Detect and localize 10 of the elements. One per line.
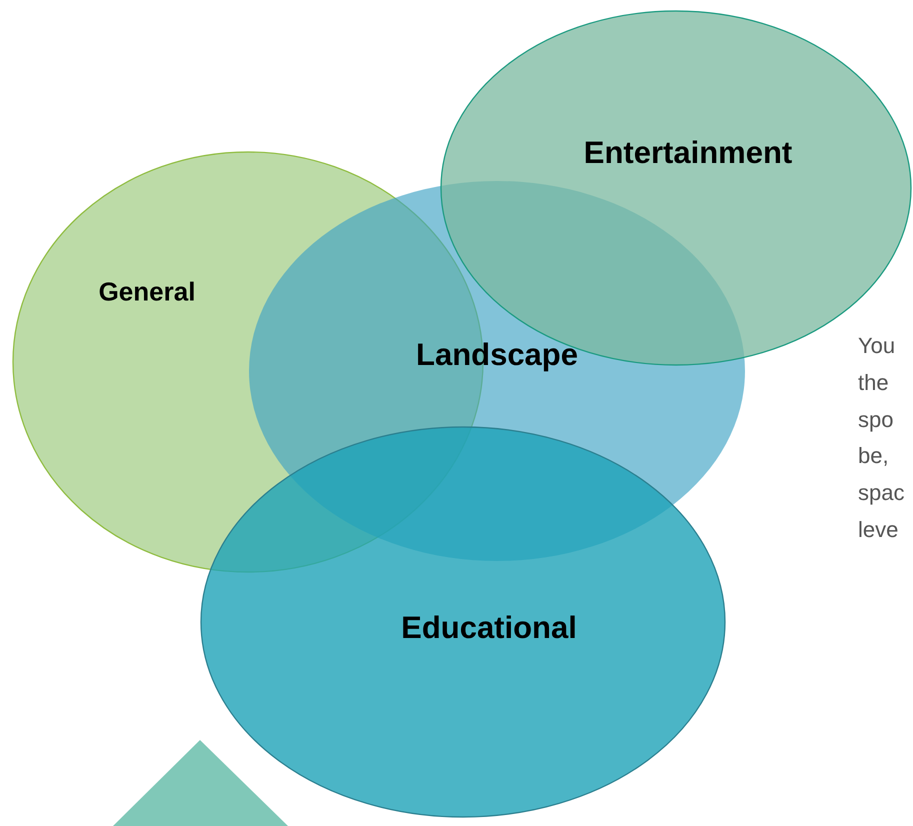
- circle-label: General: [98, 276, 196, 308]
- text-fragment: spo: [858, 406, 894, 433]
- circle-label: Entertainment: [584, 135, 792, 171]
- text-fragment: leve: [858, 517, 898, 543]
- text-fragment: the: [858, 370, 889, 396]
- text-fragment: spac: [858, 480, 904, 506]
- text-fragment: You: [858, 333, 896, 359]
- circle-label: Educational: [401, 610, 577, 646]
- text-fragment: be,: [858, 443, 889, 470]
- circle-label: Landscape: [416, 337, 578, 373]
